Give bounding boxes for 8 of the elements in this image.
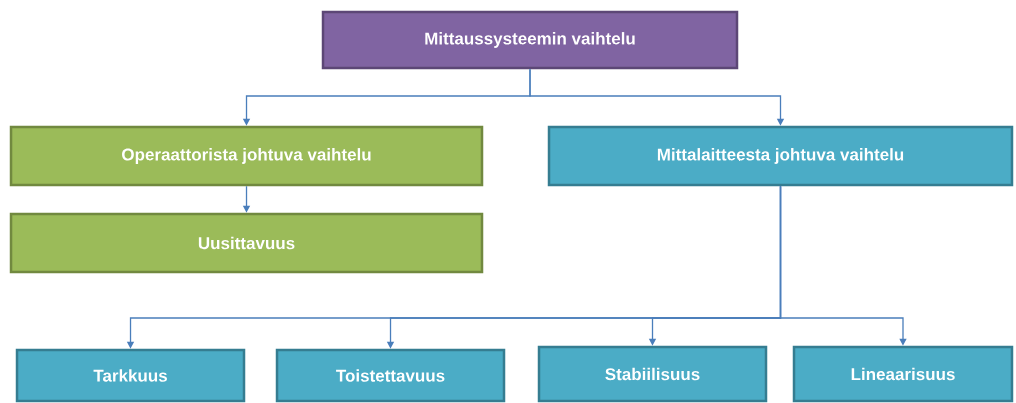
category-box: Operaattorista johtuva vaihtelu (9, 125, 484, 187)
category-box: Uusittavuus (9, 212, 484, 274)
category-box: Stabiilisuus (537, 345, 768, 403)
category-box: Tarkkuus (15, 348, 246, 403)
category-box: Mittaussysteemin vaihtelu (321, 10, 739, 70)
category-box: Toistettavuus (275, 348, 506, 403)
category-box: Mittalaitteesta johtuva vaihtelu (547, 125, 1014, 187)
category-box: Lineaarisuus (792, 345, 1014, 403)
